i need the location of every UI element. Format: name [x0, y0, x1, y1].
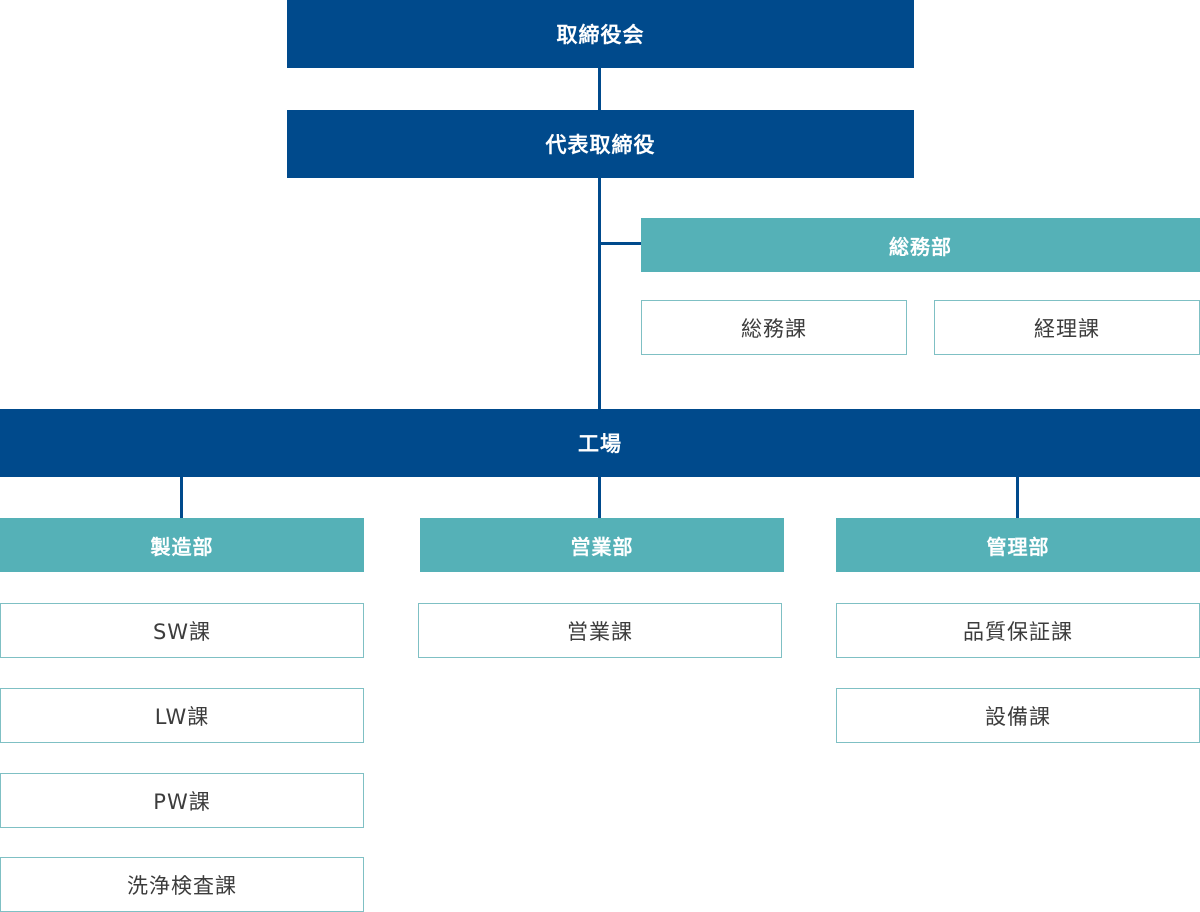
management-dept-box: 管理部: [836, 518, 1200, 572]
sw-section-box: SW課: [0, 603, 364, 658]
connector-board-president: [598, 68, 601, 110]
general-affairs-dept-box: 総務部: [641, 218, 1200, 272]
accounting-section-box: 経理課: [934, 300, 1200, 355]
factory-box: 工場: [0, 409, 1200, 477]
lw-section-box: LW課: [0, 688, 364, 743]
connector-factory-manufacturing: [180, 476, 183, 519]
president-box: 代表取締役: [287, 110, 914, 178]
manufacturing-dept-box: 製造部: [0, 518, 364, 572]
connector-general-affairs: [598, 242, 642, 245]
sales-dept-box: 営業部: [420, 518, 784, 572]
connector-factory-management: [1016, 476, 1019, 519]
board-box: 取締役会: [287, 0, 914, 68]
sales-section-box: 営業課: [418, 603, 782, 658]
cleaning-inspection-section-box: 洗浄検査課: [0, 857, 364, 912]
quality-assurance-section-box: 品質保証課: [836, 603, 1200, 658]
general-affairs-section-box: 総務課: [641, 300, 907, 355]
connector-factory-sales: [598, 476, 601, 519]
equipment-section-box: 設備課: [836, 688, 1200, 743]
connector-president-factory: [598, 176, 601, 410]
pw-section-box: PW課: [0, 773, 364, 828]
